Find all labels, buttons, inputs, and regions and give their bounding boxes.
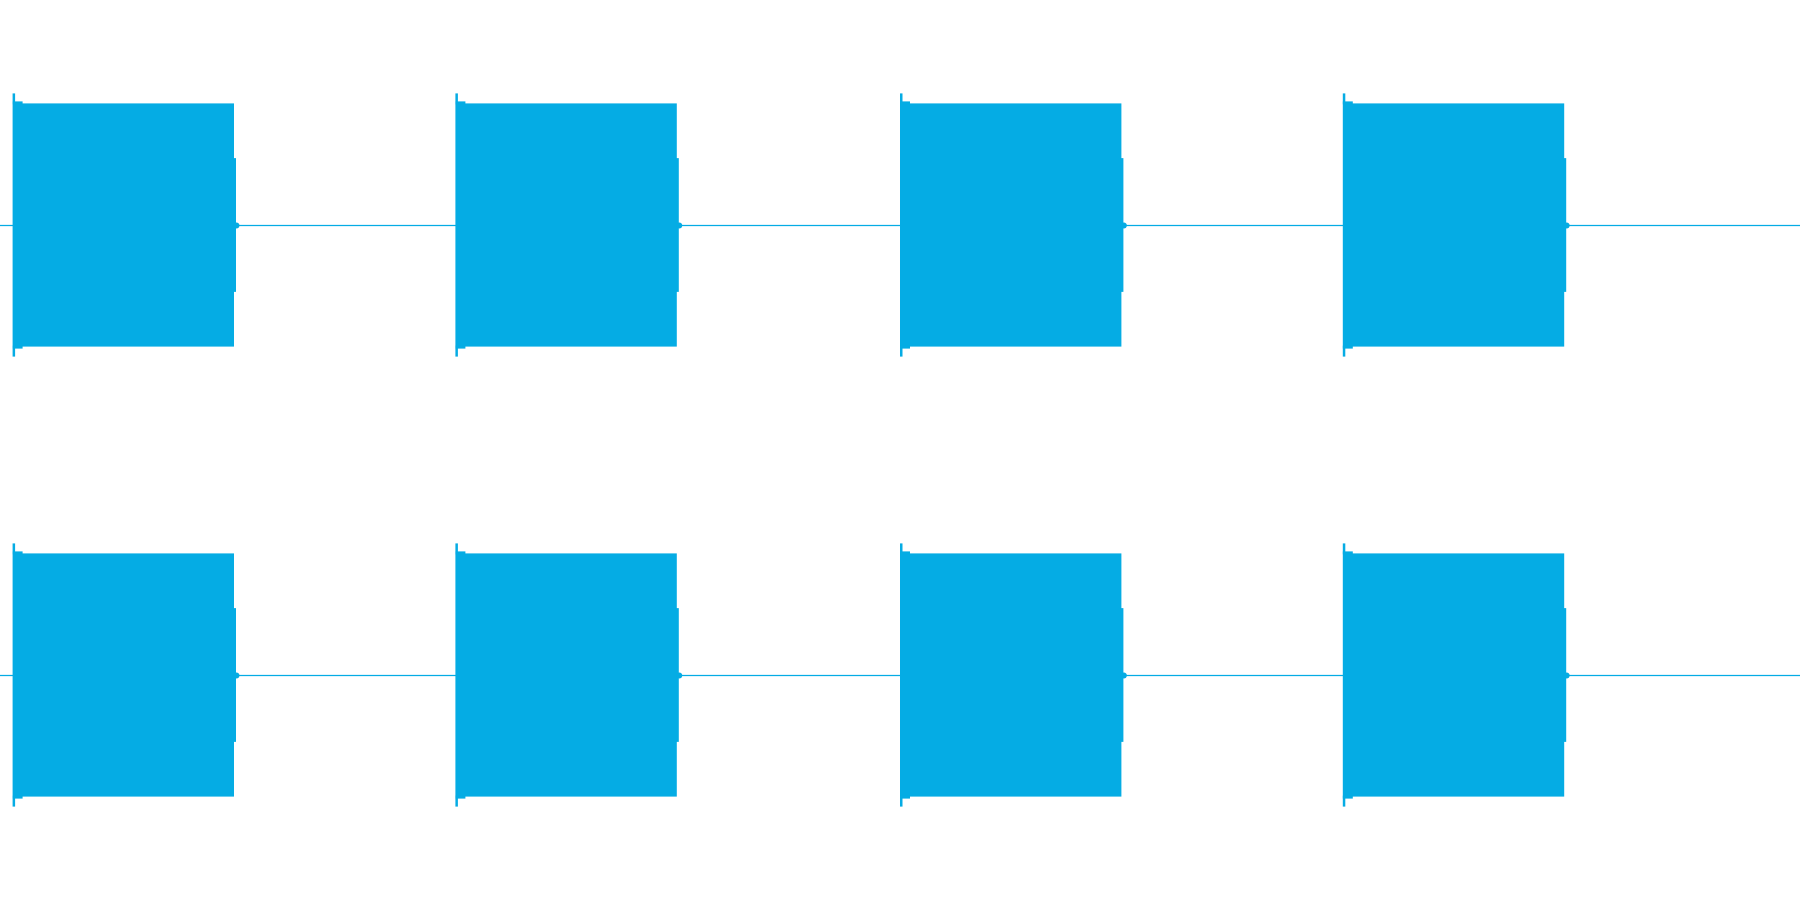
channel-2-burst-1	[12, 543, 240, 807]
burst-attack-edge-top	[455, 101, 466, 105]
channel-2-burst-3	[900, 543, 1127, 807]
burst-envelope	[457, 553, 677, 797]
burst-attack-edge-bottom	[455, 795, 466, 799]
channel-2-burst-4	[1342, 543, 1570, 807]
channel-1-burst-3	[900, 93, 1127, 357]
burst-attack-edge-bottom	[12, 345, 23, 349]
burst-attack-edge-bottom	[900, 795, 910, 799]
channel-1-burst-1	[12, 93, 240, 357]
burst-attack-edge-top	[900, 101, 910, 105]
burst-envelope	[14, 103, 234, 347]
channel-2	[0, 543, 1800, 807]
burst-onset-transient	[1342, 93, 1346, 357]
burst-end-point	[1563, 222, 1570, 229]
burst-onset-transient	[900, 93, 903, 357]
burst-end-point	[676, 222, 683, 229]
burst-attack-edge-bottom	[12, 795, 23, 799]
burst-onset-transient	[1342, 543, 1346, 807]
burst-envelope	[902, 103, 1122, 347]
burst-end-point	[233, 672, 240, 679]
burst-attack-edge-bottom	[900, 345, 910, 349]
burst-attack-edge-top	[1342, 551, 1353, 555]
burst-attack-edge-top	[455, 551, 466, 555]
burst-envelope	[14, 553, 234, 797]
burst-envelope	[1344, 553, 1565, 797]
burst-envelope	[1344, 103, 1565, 347]
burst-attack-edge-top	[1342, 101, 1353, 105]
channel-2-burst-2	[455, 543, 683, 807]
burst-onset-transient	[12, 93, 16, 357]
burst-end-point	[1563, 672, 1570, 679]
burst-attack-edge-top	[900, 551, 910, 555]
burst-onset-transient	[455, 93, 458, 357]
burst-envelope	[457, 103, 677, 347]
burst-attack-edge-top	[12, 551, 23, 555]
burst-end-point	[1120, 222, 1127, 229]
burst-end-point	[233, 222, 240, 229]
burst-envelope	[902, 553, 1122, 797]
burst-attack-edge-bottom	[1342, 795, 1353, 799]
channels-layer	[0, 93, 1800, 807]
burst-attack-edge-bottom	[455, 345, 466, 349]
burst-end-point	[676, 672, 683, 679]
burst-end-point	[1120, 672, 1127, 679]
burst-onset-transient	[455, 543, 458, 807]
channel-1-burst-2	[455, 93, 683, 357]
burst-onset-transient	[900, 543, 903, 807]
burst-onset-transient	[12, 543, 16, 807]
burst-attack-edge-bottom	[1342, 345, 1353, 349]
channel-1-burst-4	[1342, 93, 1570, 357]
channel-1	[0, 93, 1800, 357]
burst-attack-edge-top	[12, 101, 23, 105]
